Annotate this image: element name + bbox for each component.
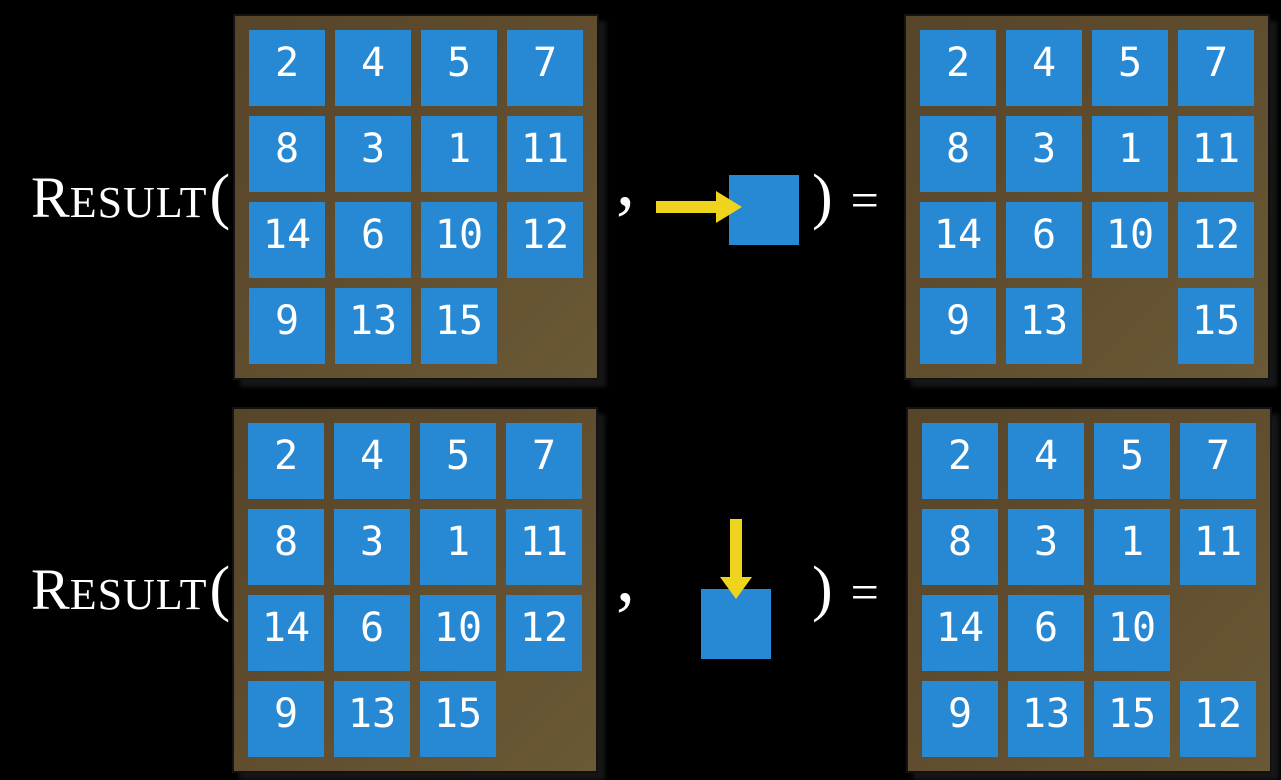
- close-paren-equals-row2: )=: [812, 558, 879, 620]
- puzzle-tile: 4: [1008, 423, 1084, 499]
- puzzle-tile: 10: [1092, 202, 1168, 278]
- puzzle-tile: 9: [248, 681, 324, 757]
- action-tile-row2: [701, 589, 771, 659]
- puzzle-tile: 12: [506, 595, 582, 671]
- result-function-label: RESULT(: [31, 558, 230, 620]
- action-tile-row1: [729, 175, 799, 245]
- equals-sign: =: [850, 172, 879, 228]
- puzzle-tile: 13: [334, 681, 410, 757]
- result-label-cap: R: [31, 557, 70, 622]
- puzzle-tile: 15: [1094, 681, 1170, 757]
- puzzle-tile: 9: [249, 288, 325, 364]
- arrow-right-icon: [656, 191, 742, 223]
- puzzle-tile: 3: [335, 116, 411, 192]
- puzzle-tile: 5: [421, 30, 497, 106]
- puzzle-tile: 14: [920, 202, 996, 278]
- puzzle-tile: 14: [249, 202, 325, 278]
- puzzle-tile: 12: [507, 202, 583, 278]
- puzzle-tile: 15: [421, 288, 497, 364]
- puzzle-tile: 3: [1006, 116, 1082, 192]
- puzzle-tile: 7: [506, 423, 582, 499]
- puzzle-tile: 13: [1006, 288, 1082, 364]
- puzzle-tile: 9: [920, 288, 996, 364]
- puzzle-tile: 8: [248, 509, 324, 585]
- puzzle-tile: 8: [922, 509, 998, 585]
- result-label-smallcaps: ESULT: [69, 570, 208, 619]
- puzzle-tile: 11: [507, 116, 583, 192]
- result-label-smallcaps: ESULT: [69, 178, 208, 227]
- comma-separator: ,: [616, 534, 635, 618]
- puzzle-tile: 3: [334, 509, 410, 585]
- close-paren-equals-row1: )=: [812, 166, 879, 228]
- puzzle-tile: 5: [420, 423, 496, 499]
- puzzle-tile: 13: [1008, 681, 1084, 757]
- puzzle-tile: 1: [420, 509, 496, 585]
- puzzle-tile: 3: [1008, 509, 1084, 585]
- result-label-cap: R: [31, 165, 70, 230]
- puzzle-tile: 4: [335, 30, 411, 106]
- puzzle-tile: 4: [1006, 30, 1082, 106]
- puzzle-tile: 8: [920, 116, 996, 192]
- puzzle-tile: 10: [420, 595, 496, 671]
- close-paren: ): [812, 555, 833, 623]
- puzzle-tile: 7: [1180, 423, 1256, 499]
- result-function-label: RESULT(: [31, 166, 230, 228]
- puzzle-tile: 1: [1092, 116, 1168, 192]
- comma-separator: ,: [616, 138, 635, 222]
- puzzle-tile: 6: [334, 595, 410, 671]
- puzzle-tile: 7: [507, 30, 583, 106]
- close-paren: ): [812, 163, 833, 231]
- puzzle-tile: 12: [1180, 681, 1256, 757]
- puzzle-tile: 11: [506, 509, 582, 585]
- puzzle-tile: 14: [922, 595, 998, 671]
- puzzle-tile: 11: [1178, 116, 1254, 192]
- puzzle-tile: 6: [1008, 595, 1084, 671]
- puzzle-tile: 10: [1094, 595, 1170, 671]
- puzzle-tile: 7: [1178, 30, 1254, 106]
- open-paren: (: [209, 163, 231, 231]
- puzzle-tile: 1: [1094, 509, 1170, 585]
- puzzle-tile: 10: [421, 202, 497, 278]
- puzzle-tile: 11: [1180, 509, 1256, 585]
- empty-cell: [506, 681, 582, 757]
- puzzle-tile: 15: [1178, 288, 1254, 364]
- empty-cell: [507, 288, 583, 364]
- puzzle-tile: 14: [248, 595, 324, 671]
- puzzle-tile: 4: [334, 423, 410, 499]
- puzzle-tile: 6: [1006, 202, 1082, 278]
- open-paren: (: [209, 555, 231, 623]
- empty-cell: [1180, 595, 1256, 671]
- puzzle-tile: 2: [248, 423, 324, 499]
- puzzle-tile: 5: [1092, 30, 1168, 106]
- puzzle-tile: 6: [335, 202, 411, 278]
- puzzle-tile: 12: [1178, 202, 1254, 278]
- puzzle-tile: 2: [922, 423, 998, 499]
- puzzle-tile: 2: [920, 30, 996, 106]
- puzzle-tile: 13: [335, 288, 411, 364]
- puzzle-tile: 8: [249, 116, 325, 192]
- puzzle-tile: 15: [420, 681, 496, 757]
- equals-sign: =: [850, 564, 879, 620]
- arrow-down-icon: [720, 519, 752, 599]
- empty-cell: [1092, 288, 1168, 364]
- puzzle-tile: 2: [249, 30, 325, 106]
- puzzle-tile: 9: [922, 681, 998, 757]
- puzzle-tile: 1: [421, 116, 497, 192]
- puzzle-tile: 5: [1094, 423, 1170, 499]
